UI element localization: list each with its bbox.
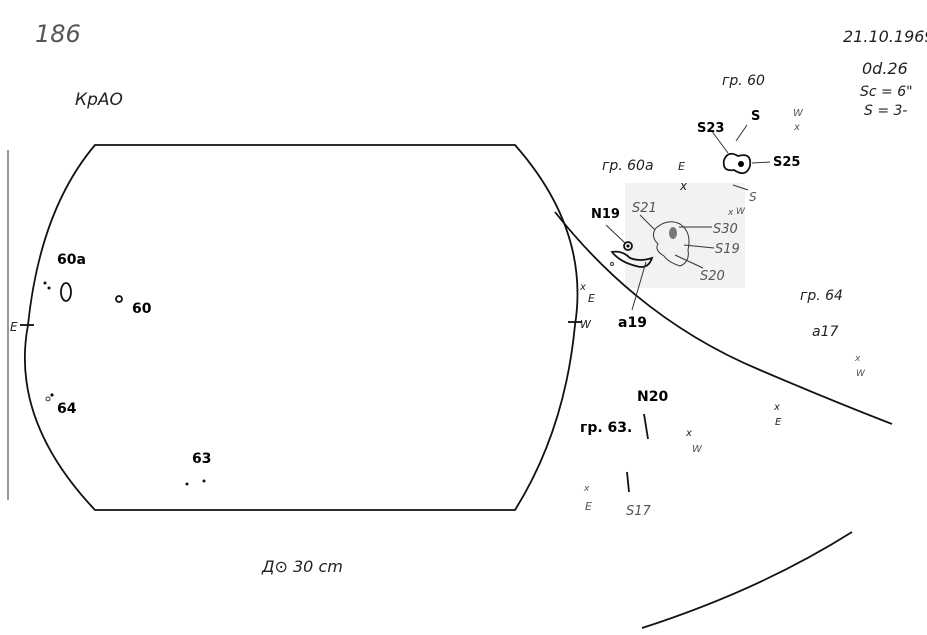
shaded-region (625, 183, 745, 288)
label-S-lower: S (749, 190, 757, 204)
spot-group-N19 (610, 250, 654, 268)
group64-west: W (856, 369, 866, 379)
solar-disk-outline (24, 144, 579, 511)
label-a19: a19 (618, 315, 647, 331)
label-S30: S30 (713, 222, 738, 237)
group-label-60: 60 (132, 301, 152, 317)
spot-S17-pointer (626, 471, 630, 493)
spot-64 (50, 393, 54, 397)
group-label-60a: 60a (57, 252, 86, 268)
cross-mark: x (685, 428, 692, 439)
disk-east-label: E (10, 320, 18, 334)
group63-east: E (585, 500, 592, 513)
label-S25: S25 (773, 155, 800, 170)
label-N19: N19 (591, 207, 620, 222)
label-S17: S17 (626, 504, 652, 519)
date-label: 21.10.1969 (843, 27, 927, 46)
sharpness-label: S = 3- (864, 103, 907, 119)
solar-diameter-label: Д⊙ 30 cm (261, 557, 343, 576)
label-S23: S23 (697, 121, 724, 136)
label-N20: N20 (637, 389, 668, 405)
disk-east-mark: E (588, 292, 595, 305)
group63-title: гр. 63. (580, 420, 632, 436)
cross-mark: x (773, 402, 780, 413)
group60-east: E (678, 160, 685, 173)
group64-east: E (775, 417, 782, 428)
group60-west: W (793, 108, 804, 119)
spot-group60 (722, 152, 752, 175)
cross-mark: x (727, 208, 734, 218)
label-S19: S19 (715, 242, 740, 257)
group64-title: гр. 64 (800, 288, 843, 304)
spot-group60a-penumbra (652, 221, 690, 267)
group60-title: гр. 60 (722, 73, 765, 89)
group60a-west: W (736, 207, 746, 217)
group63-west: W (692, 444, 703, 455)
limb-arc-lower (641, 531, 853, 629)
spot-N20-pointer (643, 413, 649, 440)
group-label-63: 63 (192, 451, 211, 467)
cross-mark: x (579, 282, 586, 293)
seeing-label: Sc = 6" (860, 84, 913, 100)
limb-arc-upper (554, 211, 893, 425)
spot-60a (60, 282, 72, 302)
group60a-title: гр. 60a (602, 158, 654, 174)
cross-mark: x (679, 179, 688, 193)
group64-class: a17 (812, 324, 838, 340)
cross-mark: x (793, 122, 800, 133)
spot-60 (115, 295, 123, 303)
time-label: 0d.26 (862, 59, 908, 78)
label-S20: S20 (700, 269, 725, 284)
disk-west-label: W (580, 318, 592, 331)
spot-63 (185, 482, 189, 486)
cross-mark: x (583, 484, 590, 494)
label-S: S (751, 109, 760, 124)
cross-mark: x (854, 354, 861, 364)
spot-S30 (669, 227, 677, 239)
sheet-number: 186 (35, 20, 81, 48)
label-S21: S21 (632, 201, 657, 216)
group-label-64: 64 (57, 401, 77, 417)
observatory-label: КрАО (75, 90, 123, 110)
